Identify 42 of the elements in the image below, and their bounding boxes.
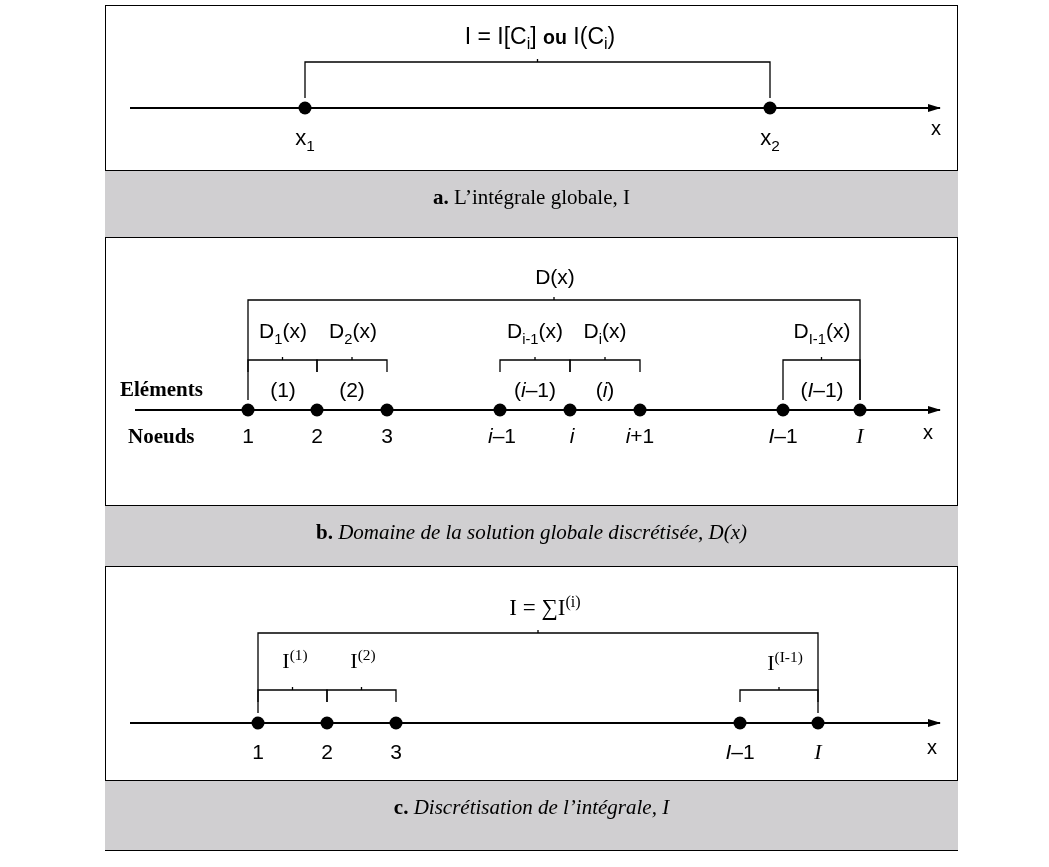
axis-label: D$_{i}$(x) [583,319,627,347]
axis-label: I = ∑I$^{(i)}$ [509,592,581,622]
axis-label: D$_{i-1}$(x) [507,319,563,347]
axis-label: (I–1) [800,378,844,402]
axis-label: 3 [390,740,402,764]
axis-label: 1 [242,424,254,448]
axis-label: I$^{(I-1)}$ [767,647,803,677]
axis-label: D$_{1}$(x) [259,319,307,347]
axis-label: Noeuds [128,423,195,449]
caption-band [105,505,958,567]
axis-label: I$^{(1)}$ [282,645,308,675]
axis-label: 1 [252,740,264,764]
axis-label: (i) [595,378,615,402]
axis-label: i–1 [488,424,516,448]
axis-label: 2 [311,424,323,448]
axis-label: (1) [270,378,296,402]
caption-band [105,780,958,851]
axis-label: x$_{2}$ [760,125,780,155]
axis-label: i [569,424,575,448]
axis-label: I–1 [725,740,755,764]
axis-label: D$_{2}$(x) [329,319,377,347]
axis-label: x [931,116,941,140]
axis-label: I [814,739,822,765]
axis-label: (i–1) [514,378,556,402]
axis-label: I–1 [768,424,798,448]
axis-label: I = I[C$_{i}$] ou I(C$_{i}$) [464,22,616,54]
axis-label: x [927,735,937,759]
axis-label: 3 [381,424,393,448]
axis-label: x$_{1}$ [295,125,315,155]
caption-band [105,170,958,238]
caption-text: c. Discrétisation de l’intégrale, I [393,795,670,821]
axis-label: x [923,420,933,444]
axis-label: D$_{I-1}$(x) [793,319,851,347]
axis-label: i+1 [625,424,655,448]
axis-label: I$^{(2)}$ [350,645,376,675]
axis-label: 2 [321,740,333,764]
axis-label: (2) [339,378,365,402]
axis-label: D(x) [535,265,575,289]
caption-text: b. Domaine de la solution globale discrétisée, D(x) [316,520,747,546]
axis-label: Eléments [120,376,203,402]
caption-text: a. L’intégrale globale, I [433,185,630,211]
axis-label: I [856,423,864,449]
